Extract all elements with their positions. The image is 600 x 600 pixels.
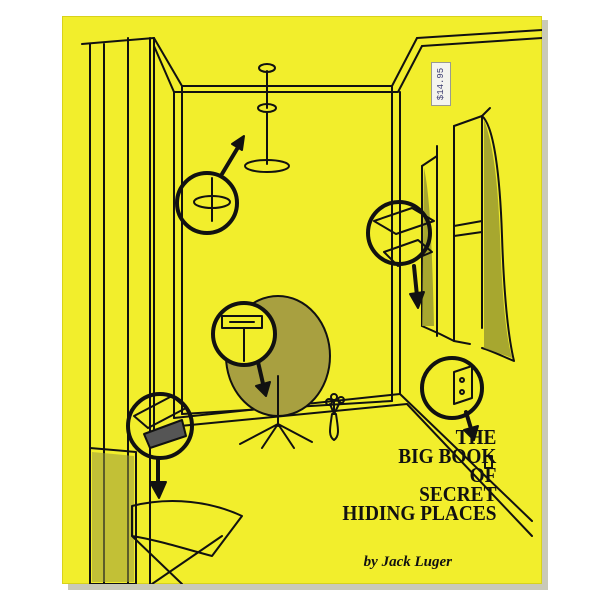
title-line-1: THE bbox=[455, 425, 496, 449]
floor-rug-icon bbox=[89, 447, 137, 584]
book-author: by Jack Luger bbox=[363, 554, 452, 570]
price-sticker-text: $14.95 bbox=[436, 67, 446, 101]
book-title: THE BIG BOOK OF SECRET HIDING PLACES bbox=[329, 425, 496, 525]
title-line-2: BIG BOOK bbox=[397, 444, 496, 468]
magnifier-circle-icon bbox=[126, 392, 194, 499]
room-illustration bbox=[81, 29, 542, 584]
magnifier-circle-icon bbox=[366, 200, 435, 309]
magnifier-circle-icon bbox=[175, 135, 245, 235]
price-sticker: $14.95 bbox=[431, 62, 451, 106]
wall-outlet-icon bbox=[484, 455, 493, 469]
window-curtain-icon bbox=[421, 107, 515, 362]
magnifier-circle-icon bbox=[211, 301, 277, 397]
title-line-4: SECRET bbox=[418, 482, 496, 506]
ceiling-lamp-icon bbox=[244, 63, 290, 173]
title-line-3: OF bbox=[469, 463, 496, 487]
floor-panel-icon bbox=[131, 500, 243, 584]
vase-icon bbox=[325, 393, 345, 441]
magnifier-circle-icon bbox=[420, 356, 484, 441]
title-line-5: HIDING PLACES bbox=[341, 501, 496, 525]
curtain-right-icon bbox=[484, 120, 512, 358]
book-cover: $14.95 THE BIG BOOK OF SECRET HIDING PLA… bbox=[62, 16, 542, 584]
